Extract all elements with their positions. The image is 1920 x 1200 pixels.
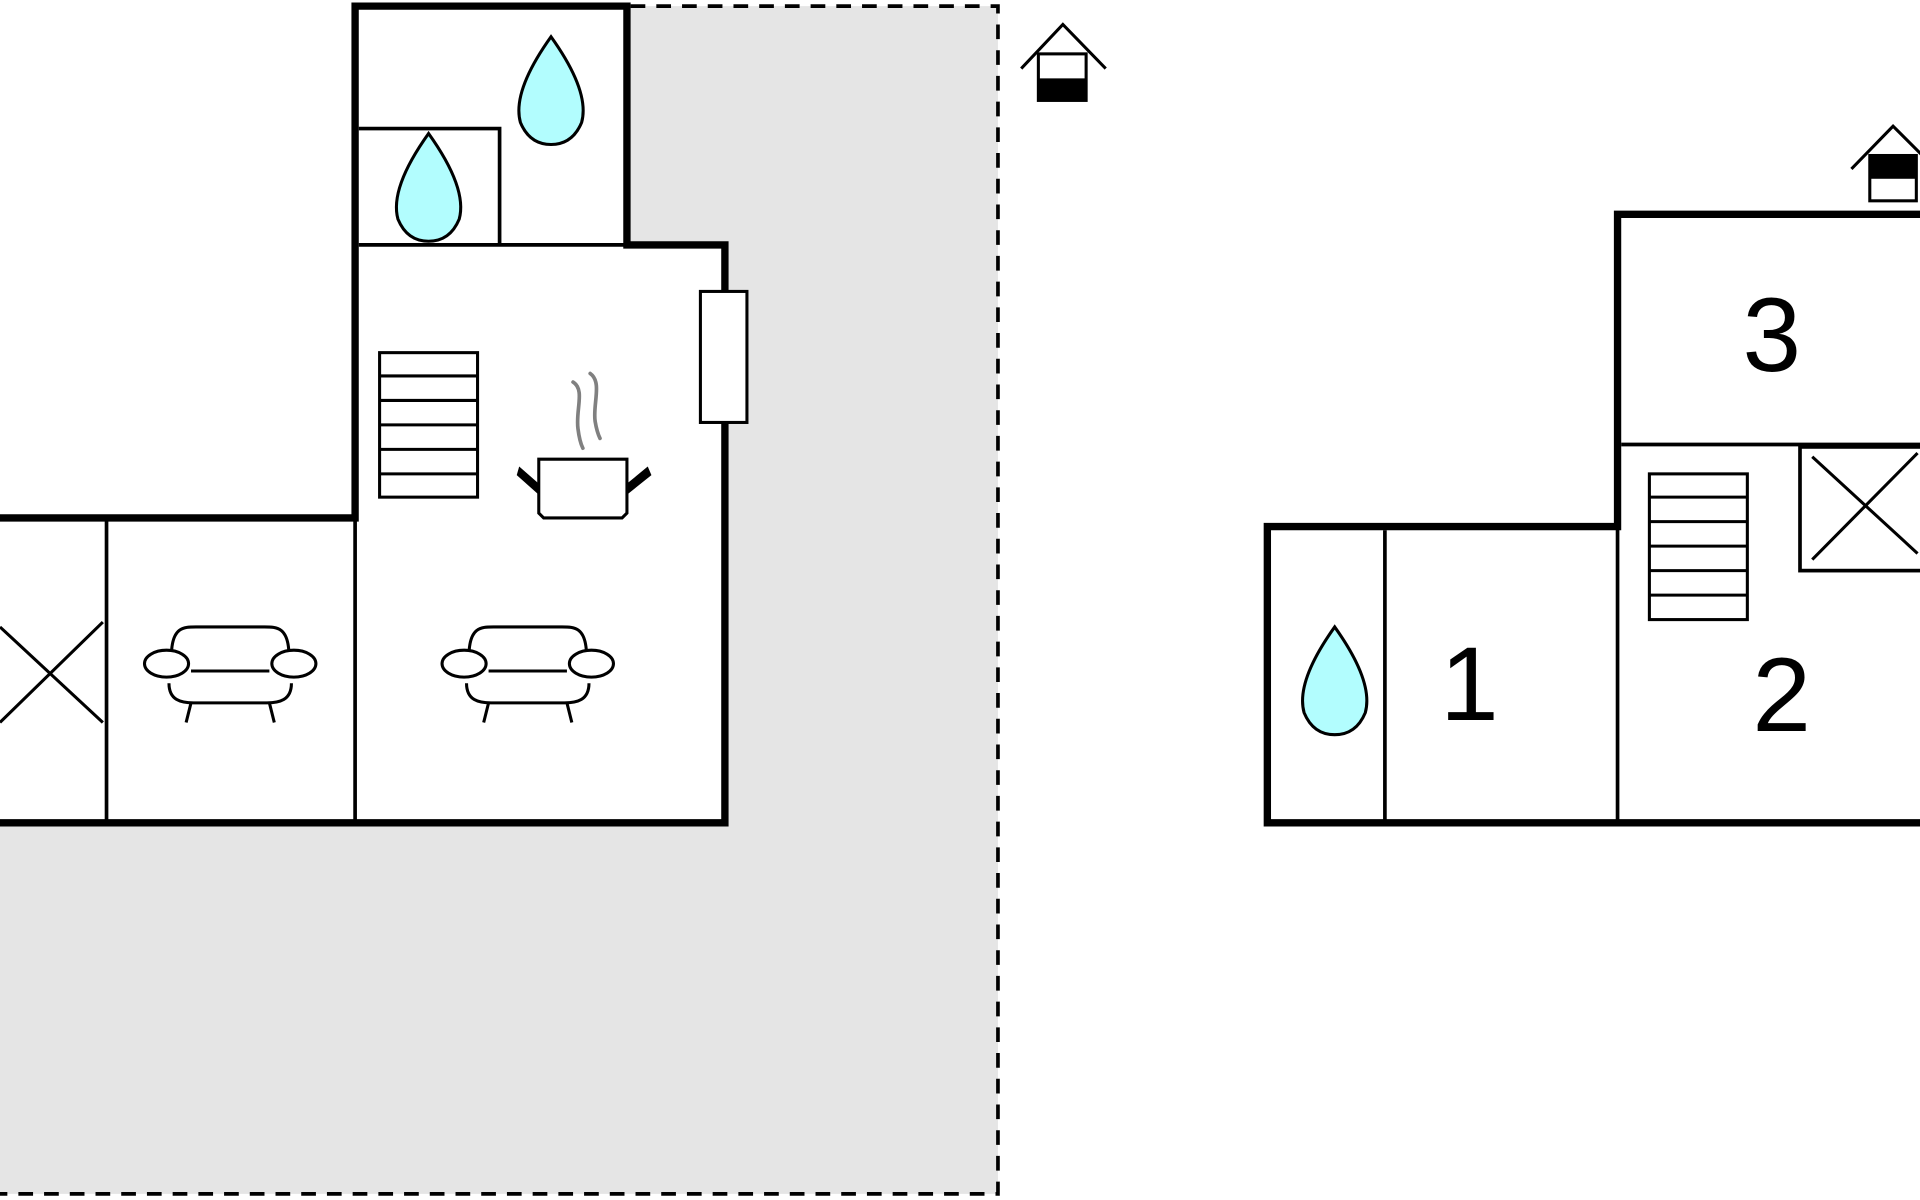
staircase-icon xyxy=(378,351,480,499)
void-cross-icon xyxy=(1798,445,1920,573)
sofa-icon xyxy=(440,625,615,724)
left-floor-plan xyxy=(0,2,1107,1196)
void-cross-icon xyxy=(0,620,104,724)
sofa-icon xyxy=(142,625,318,724)
water-drop-icon xyxy=(1300,625,1369,737)
outdoor-boundary xyxy=(0,4,1000,1196)
room-label-1: 1 xyxy=(1440,626,1499,743)
right-floor-plan: 1 2 3 xyxy=(1263,123,1920,827)
water-drop-icon xyxy=(517,35,585,147)
cooking-pot-icon xyxy=(516,371,652,520)
interior-walls xyxy=(1383,442,1920,823)
entrance-icon xyxy=(1020,22,1107,102)
window-icon xyxy=(698,289,749,424)
staircase-icon xyxy=(1647,472,1749,622)
entrance-icon xyxy=(1850,123,1920,203)
water-drop-icon xyxy=(394,131,463,243)
interior-walls xyxy=(104,126,627,823)
exterior-walls xyxy=(1263,210,1920,827)
room-label-2: 2 xyxy=(1752,637,1811,754)
room-label-3: 3 xyxy=(1743,277,1802,394)
